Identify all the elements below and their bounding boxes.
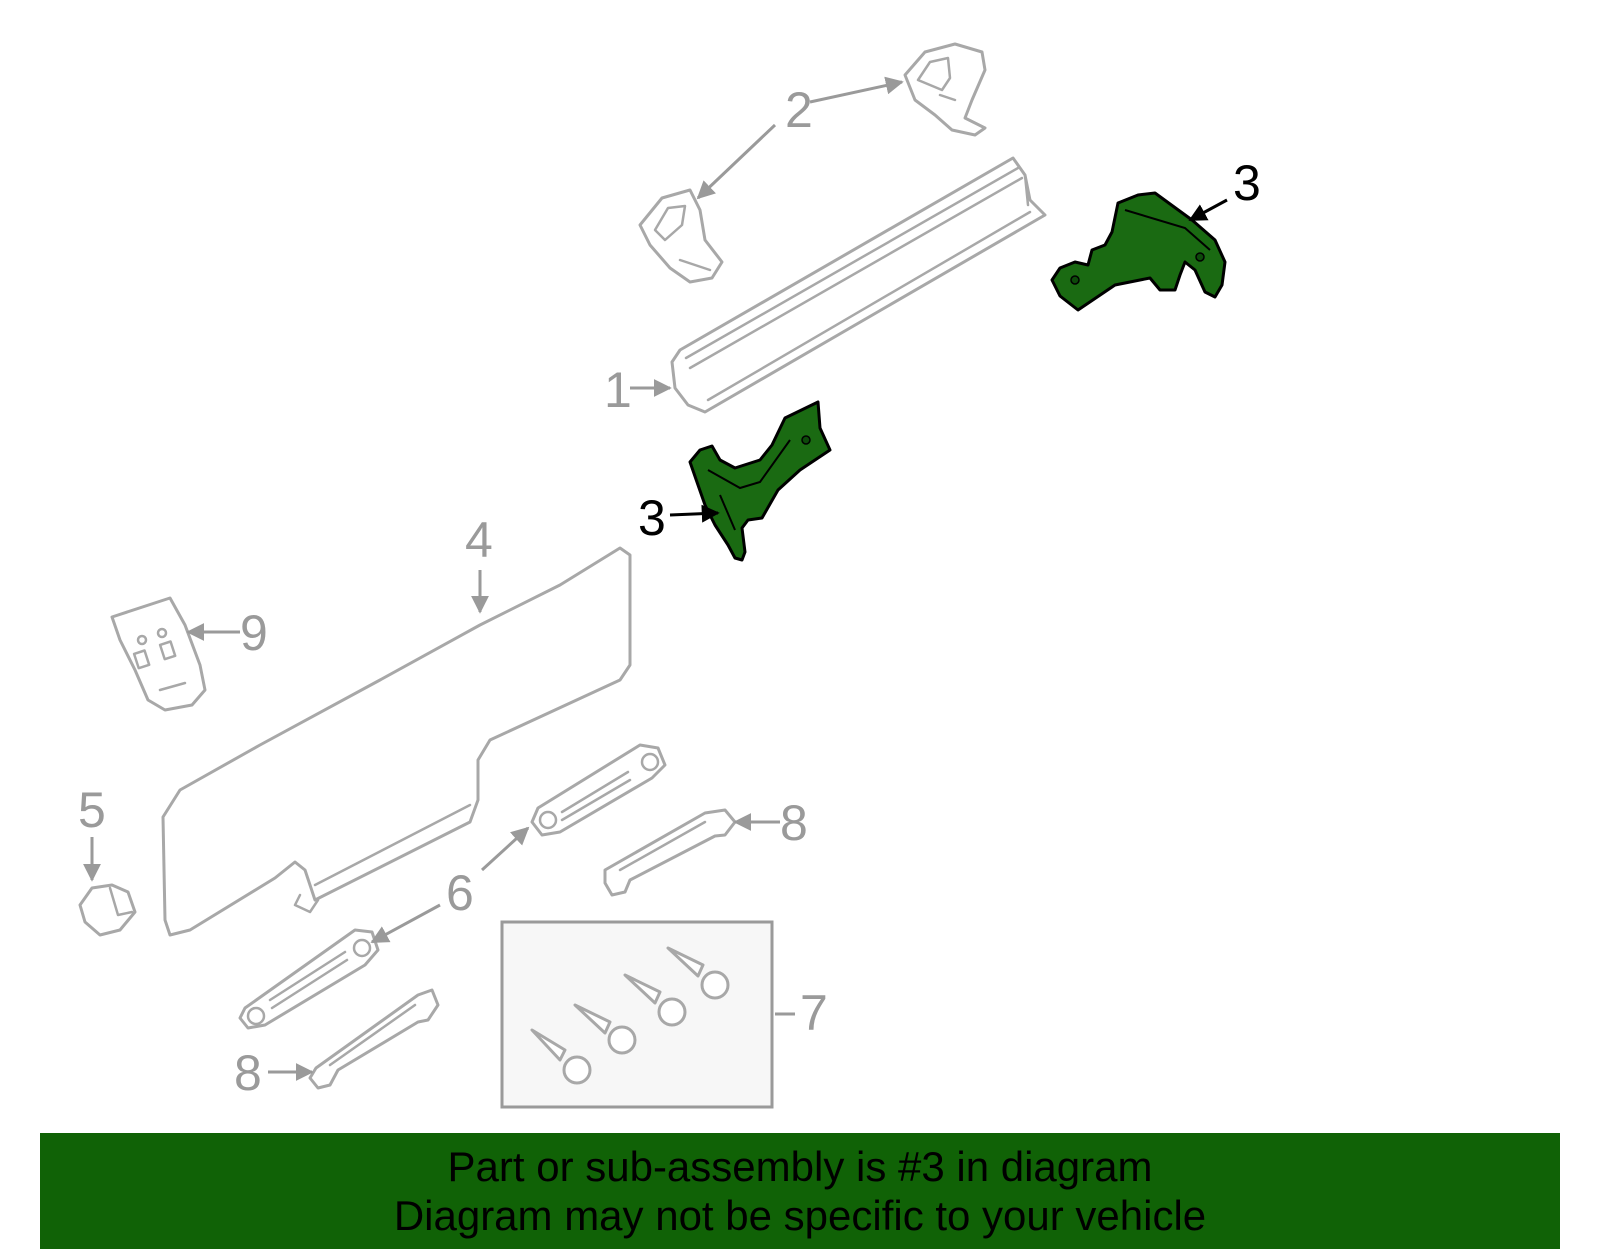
- part-4-trim-panel: [161, 546, 632, 937]
- callout-3-right: 3: [1233, 155, 1261, 211]
- part-1-rail: [670, 156, 1047, 414]
- callout-4: 4: [465, 512, 493, 568]
- screw: [573, 1003, 637, 1055]
- callout-9: 9: [240, 605, 268, 661]
- callout-6: 6: [446, 865, 474, 921]
- banner-line-2: Diagram may not be specific to your vehi…: [393, 1192, 1207, 1239]
- part-6-handle-lower: [238, 928, 380, 1030]
- screw: [530, 1028, 592, 1085]
- callout-2: 2: [785, 82, 813, 138]
- leader-6-upper: [480, 826, 530, 872]
- callout-8-upper: 8: [780, 795, 808, 851]
- leader-3-left: [669, 504, 720, 523]
- callout-8-lower: 8: [234, 1045, 262, 1101]
- leader-2-lower: [696, 123, 777, 200]
- callout-7: 7: [800, 985, 828, 1041]
- leader-6-lower: [370, 903, 441, 944]
- leader-2-upper: [809, 76, 904, 104]
- info-banner: Part or sub-assembly is #3 in diagram Di…: [40, 1133, 1560, 1249]
- screw: [666, 946, 730, 1000]
- part-8-handle-lower: [308, 988, 440, 1090]
- part-2-lower-cap: [638, 188, 724, 284]
- part-6-handle-upper: [530, 743, 667, 837]
- part-3-bracket-left: [688, 400, 832, 562]
- part-3-bracket-right: [1050, 191, 1227, 312]
- part-8-handle-upper: [603, 808, 737, 897]
- callout-1: 1: [604, 362, 632, 418]
- part-5-clip: [78, 883, 137, 937]
- part-9-switch-panel: [110, 596, 207, 712]
- banner-line-1: Part or sub-assembly is #3 in diagram: [447, 1143, 1153, 1190]
- part-7-screw-kit: [500, 920, 774, 1109]
- callout-3-left: 3: [638, 490, 666, 546]
- callout-5: 5: [78, 782, 106, 838]
- leader-3-right: [1188, 198, 1228, 222]
- screw: [623, 973, 687, 1027]
- part-2-upper-cap: [903, 42, 987, 137]
